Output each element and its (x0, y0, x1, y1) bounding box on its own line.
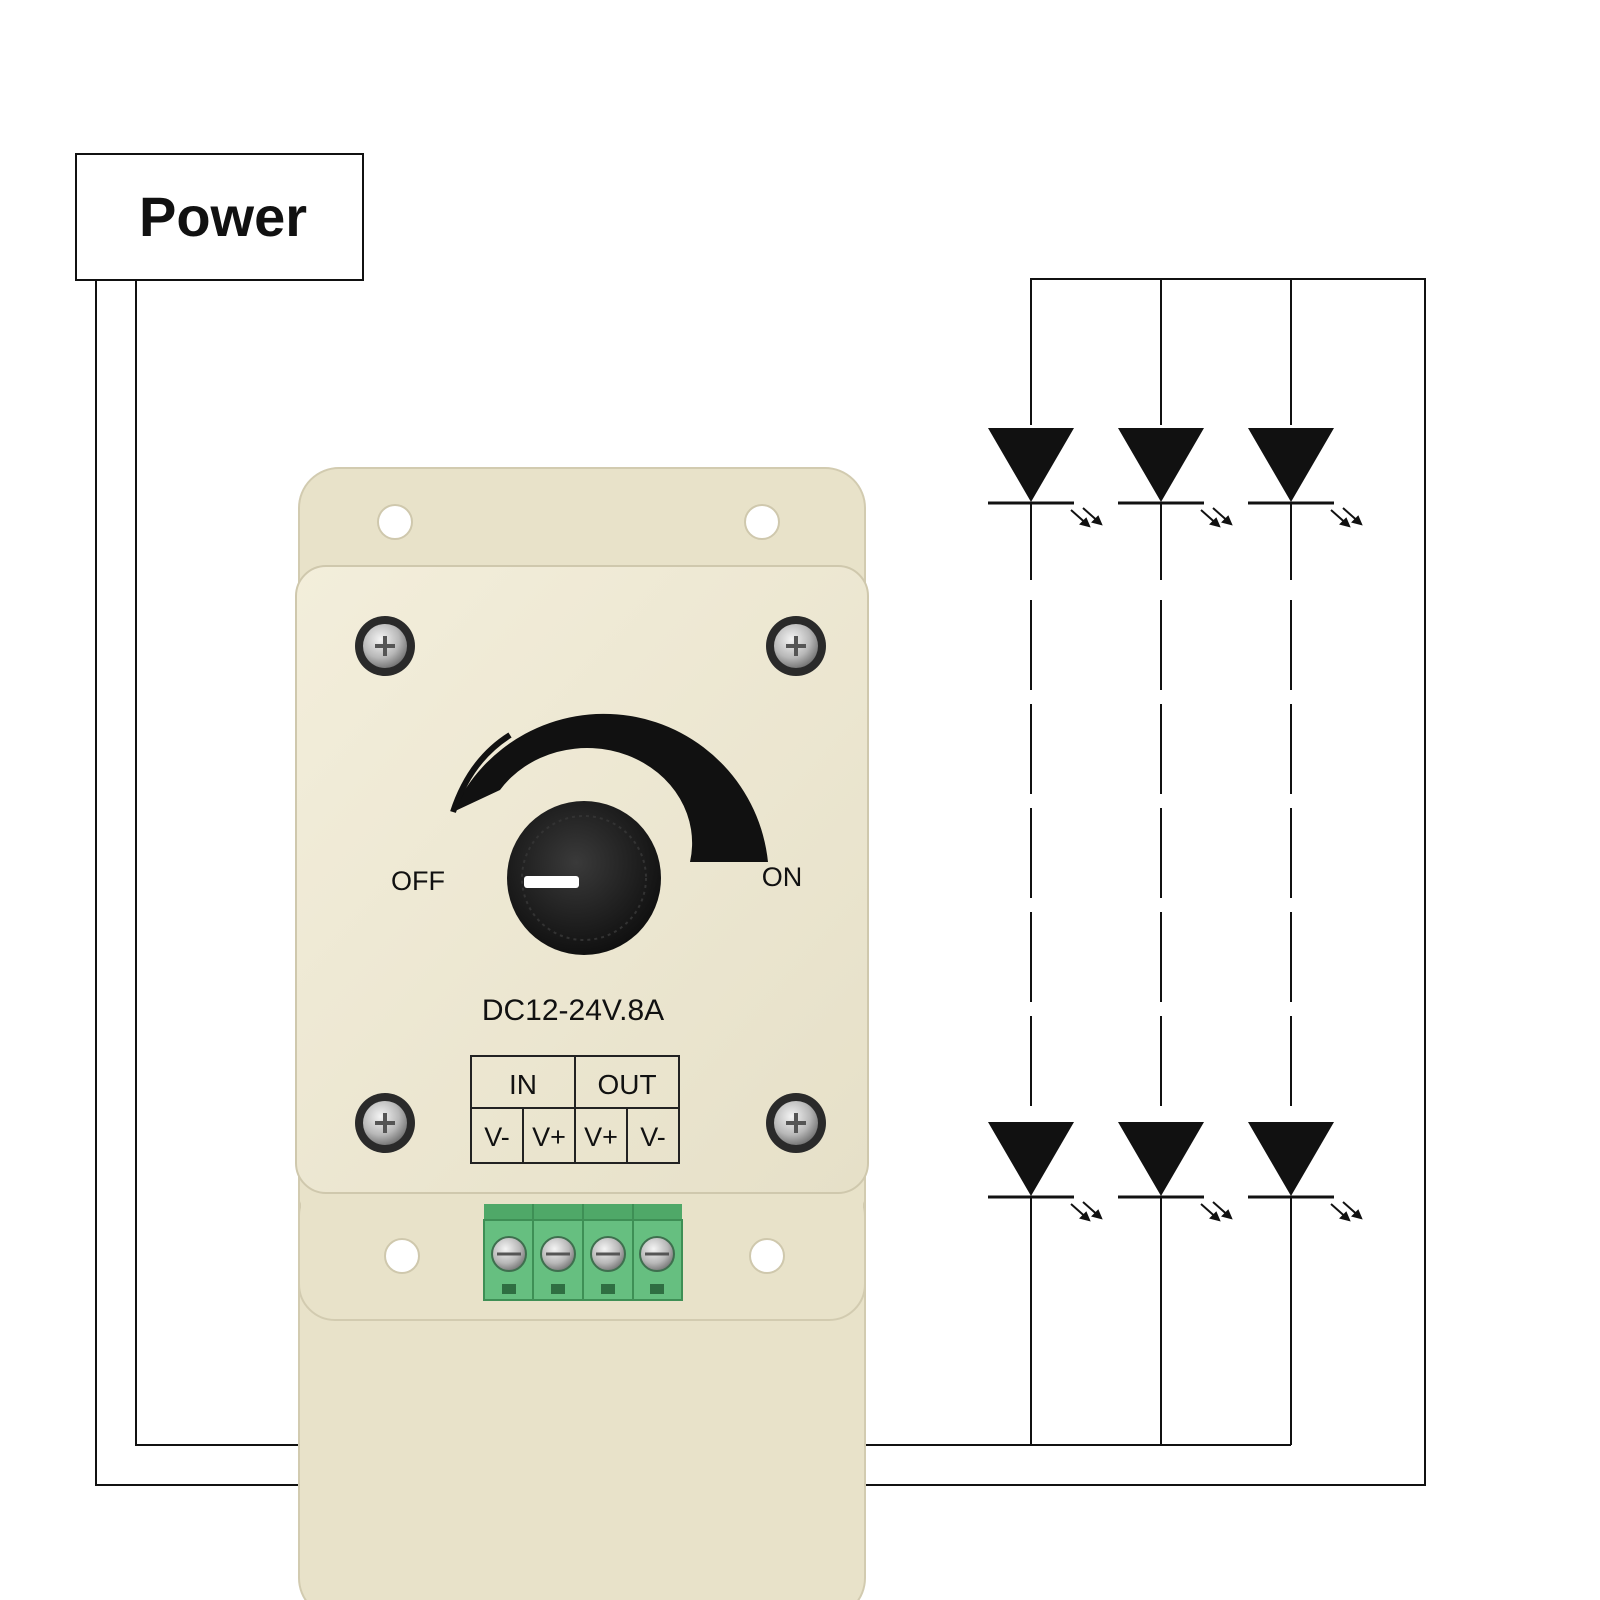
power-box: Power (75, 153, 364, 281)
light-emission-icon (1200, 507, 1233, 528)
off-label: OFF (391, 866, 445, 896)
led (1118, 1122, 1233, 1222)
mounting-hole-icon (749, 1238, 785, 1274)
led-wires (608, 278, 1426, 1486)
terminal-pin-label: V- (484, 1122, 510, 1152)
housing-screw-icon (766, 1093, 826, 1153)
led-column-wires (1030, 502, 1292, 1120)
light-emission-icon (1330, 1201, 1363, 1222)
terminal-screw-icon (590, 1236, 626, 1272)
dimmer-device: OFF ON DC12-24V.8A IN OUT V- V+ V+ V- (295, 467, 869, 1600)
terminal-pin-label: V+ (532, 1122, 566, 1152)
mounting-hole-icon (377, 504, 413, 540)
light-emission-icon (1200, 1201, 1233, 1222)
led (988, 428, 1103, 528)
terminal-out-label: OUT (597, 1069, 656, 1100)
led (988, 1122, 1103, 1222)
terminal-label-grid: IN OUT V- V+ V+ V- (470, 1055, 680, 1164)
led (1248, 428, 1363, 528)
terminal-in-label: IN (509, 1069, 537, 1100)
led (1248, 1122, 1363, 1222)
light-emission-icon (1070, 1201, 1103, 1222)
mounting-hole-icon (744, 504, 780, 540)
led-array (988, 428, 1363, 1222)
rating-label: DC12-24V.8A (482, 994, 664, 1027)
on-label: ON (762, 862, 803, 892)
knob-indicator-icon (524, 876, 579, 888)
mounting-hole-icon (384, 1238, 420, 1274)
housing-screw-icon (766, 616, 826, 676)
housing-screw-icon (355, 1093, 415, 1153)
brightness-arc-icon (453, 713, 768, 862)
light-emission-icon (1330, 507, 1363, 528)
power-label: Power (139, 185, 307, 248)
terminal-screw-icon (540, 1236, 576, 1272)
housing-screw-icon (355, 616, 415, 676)
terminal-screw-icon (491, 1236, 527, 1272)
terminal-screw-icon (639, 1236, 675, 1272)
terminal-pin-label: V- (640, 1122, 666, 1152)
terminal-pin-label: V+ (584, 1122, 618, 1152)
led (1118, 428, 1233, 528)
dimmer-knob[interactable] (507, 801, 661, 955)
light-emission-icon (1070, 507, 1103, 528)
terminal-block (483, 1204, 683, 1301)
